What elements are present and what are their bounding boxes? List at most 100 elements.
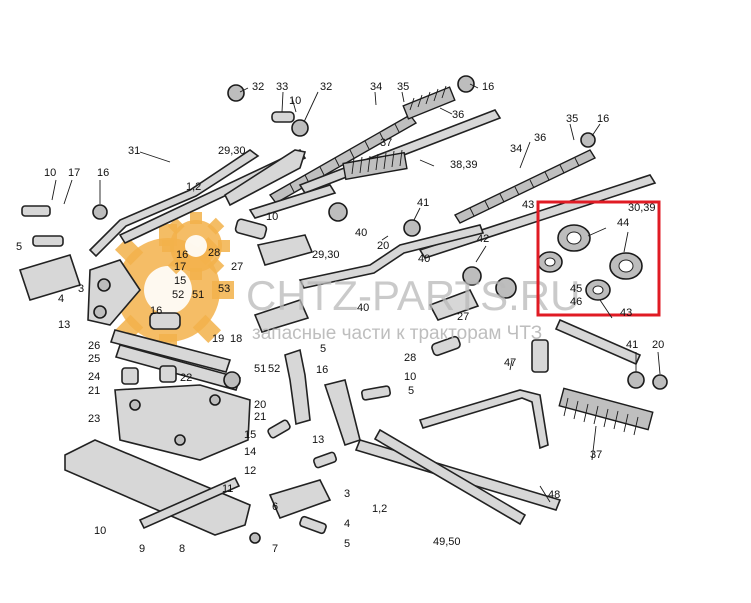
callout-label: 16	[482, 81, 494, 93]
callout-label: 47	[504, 357, 516, 369]
threaded-rod-upper	[268, 114, 418, 204]
callout-label: 51	[254, 363, 266, 375]
link-13-lower	[284, 348, 361, 447]
callout-label: 15	[244, 429, 256, 441]
highlight-box	[536, 200, 661, 317]
callout-label: 27	[457, 311, 469, 323]
callout-label: 37	[380, 137, 392, 149]
callout-label: 5	[344, 538, 350, 550]
watermark-brand: CHTZ-PARTS.RU	[246, 272, 580, 319]
bracket-23	[114, 384, 251, 461]
callout-label: 44	[617, 217, 629, 229]
callout-label: 49,50	[433, 536, 461, 548]
callout-label: 25	[88, 353, 100, 365]
callout-label: 16	[150, 305, 162, 317]
callout-label: 31	[128, 145, 140, 157]
callout-label: 52	[268, 363, 280, 375]
callout-label: 51	[192, 289, 204, 301]
clevis-27-right	[428, 288, 480, 321]
callout-label: 24	[88, 371, 100, 383]
callout-label: 35	[397, 81, 409, 93]
callout-label: 17	[68, 167, 80, 179]
bolt-9	[138, 476, 241, 530]
callout-label: 4	[344, 518, 350, 530]
callout-label: 35	[566, 113, 578, 125]
lower-long-shaft	[354, 428, 562, 526]
callout-label: 42	[477, 233, 489, 245]
middle-cross-rod-29-30	[298, 224, 485, 289]
callout-label: 41	[626, 339, 638, 351]
callout-label: 29,30	[218, 145, 246, 157]
callout-label: 23	[88, 413, 100, 425]
callout-label: 16	[176, 249, 188, 261]
callout-label: 3	[78, 283, 84, 295]
callout-label: 5	[16, 241, 22, 253]
callout-label: 9	[139, 543, 145, 555]
callout-label: 40	[357, 302, 369, 314]
callout-label: 18	[230, 333, 242, 345]
callout-label: 20	[377, 240, 389, 252]
callout-label: 10	[44, 167, 56, 179]
callout-label: 38,39	[450, 159, 478, 171]
callout-label: 28	[208, 247, 220, 259]
callout-label: 10	[404, 371, 416, 383]
spring-36	[402, 85, 456, 120]
callout-label: 20	[652, 339, 664, 351]
callout-label: 36	[452, 109, 464, 121]
callout-label: 10	[94, 525, 106, 537]
nuts-and-bushings	[21, 75, 596, 544]
callout-label: 11	[222, 483, 233, 495]
callout-label: 34	[370, 81, 382, 93]
callout-label: 26	[88, 340, 100, 352]
callout-label: 48	[548, 489, 560, 501]
callout-label: 36	[534, 132, 546, 144]
callout-label: 52	[172, 289, 184, 301]
callout-label: 10	[266, 211, 278, 223]
callout-label: 13	[312, 434, 324, 446]
callout-label: 41	[417, 197, 429, 209]
callout-label: 12	[244, 465, 256, 477]
callout-label: 1,2	[372, 503, 387, 515]
callout-label: 4	[58, 293, 64, 305]
leader-lines	[51, 83, 661, 503]
callout-label: 27	[231, 261, 243, 273]
callout-label: 21	[88, 385, 100, 397]
lever-plate-13	[87, 259, 142, 326]
callout-label: 17	[174, 261, 186, 273]
callout-label: 33	[276, 81, 288, 93]
callout-label: 43	[522, 199, 534, 211]
callout-label: 1,2	[186, 181, 201, 193]
callout-label: 53	[218, 283, 230, 295]
callout-label: 22	[180, 372, 192, 384]
tray-8	[64, 439, 251, 536]
clevis-3-lower	[268, 479, 332, 520]
callout-label: 20	[254, 399, 266, 411]
callout-label: 46	[570, 296, 582, 308]
cross-shaft-29-30	[223, 149, 337, 219]
callout-label: 8	[179, 543, 185, 555]
callout-label: 7	[272, 543, 278, 555]
rod-31	[88, 149, 260, 258]
callout-label: 21	[254, 411, 266, 423]
callout-label: 34	[510, 143, 522, 155]
callout-label: 13	[58, 319, 70, 331]
callout-label: 10	[289, 95, 301, 107]
spring-37-upper	[342, 149, 408, 181]
callout-label: 6	[272, 501, 278, 513]
bar-26	[109, 329, 242, 391]
highlighted-bushings-44-45-46	[537, 224, 643, 301]
bent-lever-rod-47	[418, 389, 549, 450]
spring-37-lower	[558, 387, 654, 436]
callout-label: 29,30	[312, 249, 340, 261]
callout-label: 16	[316, 364, 328, 376]
callout-label: 14	[244, 446, 256, 458]
callout-label: 28	[404, 352, 416, 364]
callout-label: 40	[418, 253, 430, 265]
callout-label: 5	[320, 343, 326, 355]
callout-label: 15	[174, 275, 186, 287]
callout-label: 19	[212, 333, 224, 345]
watermark-tagline: запасные части к тракторам ЧТЗ	[252, 323, 542, 344]
clevis-4-left	[18, 254, 82, 301]
